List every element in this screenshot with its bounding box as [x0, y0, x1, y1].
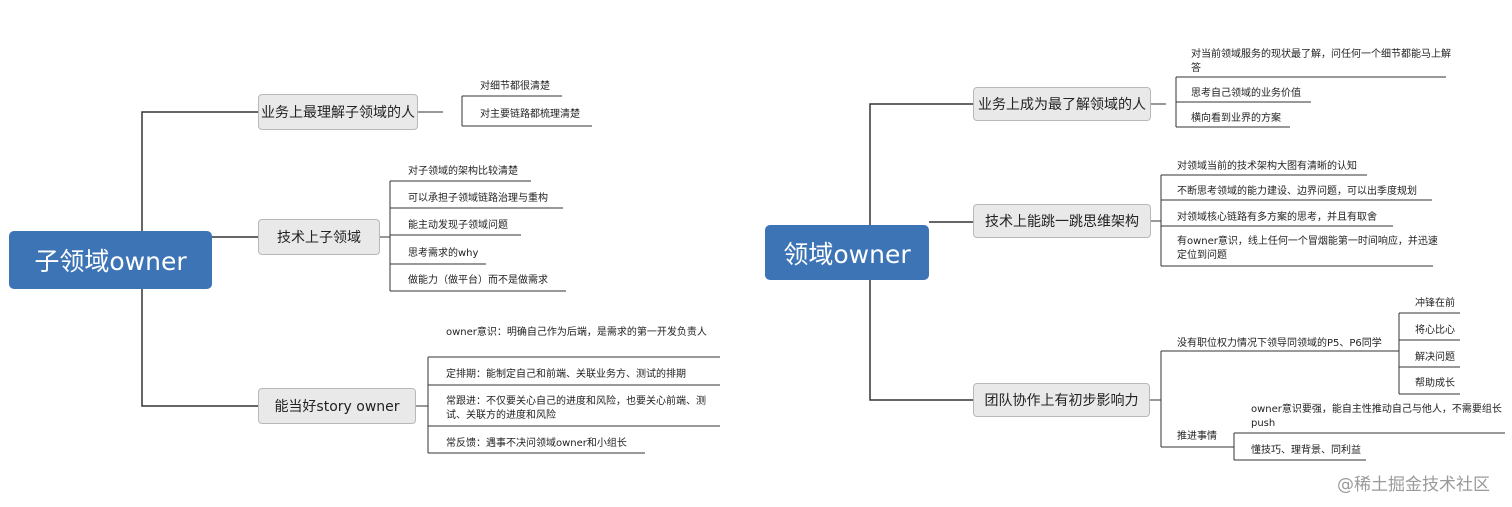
left-branch-technical[interactable]: 技术上子领域 [258, 219, 380, 255]
leaf-item: 对领域核心链路有多方案的思考，并且有取舍 [1177, 212, 1377, 223]
left-branch-business[interactable]: 业务上最理解子领域的人 [258, 94, 418, 130]
leaf-item: 解决问题 [1415, 352, 1455, 363]
leaf-item: 思考自己领域的业务价值 [1191, 88, 1301, 99]
leaf-item: 常反馈：遇事不决问领域owner和小组长 [446, 438, 627, 449]
leaf-item: 有owner意识，线上任何一个冒烟能第一时间响应，并迅速定位到问题 [1177, 236, 1438, 261]
leaf-item: 做能力（做平台）而不是做需求 [408, 275, 548, 286]
leaf-item: 懂技巧、理背景、同利益 [1251, 445, 1361, 456]
connector [141, 289, 258, 407]
leaf-item: 对细节都很清楚 [480, 81, 550, 92]
right-branch-business[interactable]: 业务上成为最了解领域的人 [973, 87, 1151, 121]
leaf-item: 可以承担子领域链路治理与重构 [408, 193, 548, 204]
right-branch-team[interactable]: 团队协作上有初步影响力 [973, 383, 1150, 417]
leaf-item: 将心比心 [1415, 325, 1455, 336]
leaf-item: 冲锋在前 [1415, 298, 1455, 309]
leaf-item: 常跟进：不仅要关心自己的进度和风险，也要关心前端、测试、关联方的进度和风险 [446, 396, 706, 421]
leaf-item: 帮助成长 [1415, 378, 1455, 389]
leaf-item: owner意识：明确自己作为后端，是需求的第一开发负责人 [446, 327, 707, 338]
watermark: @稀土掘金技术社区 [1337, 475, 1490, 495]
leaf-item: owner意识要强，能自主性推动自己与他人，不需要组长push [1251, 404, 1502, 429]
left-root-node[interactable]: 子领域owner [9, 231, 212, 289]
right-branch-technical[interactable]: 技术上能跳一跳思维架构 [973, 204, 1151, 238]
leaf-item: 对领域当前的技术架构大图有清晰的认知 [1177, 161, 1357, 172]
sub-branch-label: 推进事情 [1177, 431, 1217, 442]
leaf-item: 对主要链路都梳理清楚 [480, 109, 580, 120]
leaf-item: 能主动发现子领域问题 [408, 220, 508, 231]
connector [141, 111, 258, 232]
leaf-item: 思考需求的why [408, 248, 479, 259]
left-branch-story-owner[interactable]: 能当好story owner [258, 388, 416, 424]
sub-branch-label: 没有职位权力情况下领导同领域的P5、P6同学 [1177, 338, 1382, 349]
leaf-item: 定排期：能制定自己和前端、关联业务方、测试的排期 [446, 369, 686, 380]
leaf-item: 对子领域的架构比较清楚 [408, 166, 518, 177]
right-root-node[interactable]: 领域owner [765, 225, 929, 280]
leaf-item: 不断思考领域的能力建设、边界问题，可以出季度规划 [1177, 186, 1417, 197]
leaf-item: 横向看到业界的方案 [1191, 113, 1281, 124]
leaf-item: 对当前领域服务的现状最了解，问任何一个细节都能马上解答 [1191, 49, 1451, 74]
